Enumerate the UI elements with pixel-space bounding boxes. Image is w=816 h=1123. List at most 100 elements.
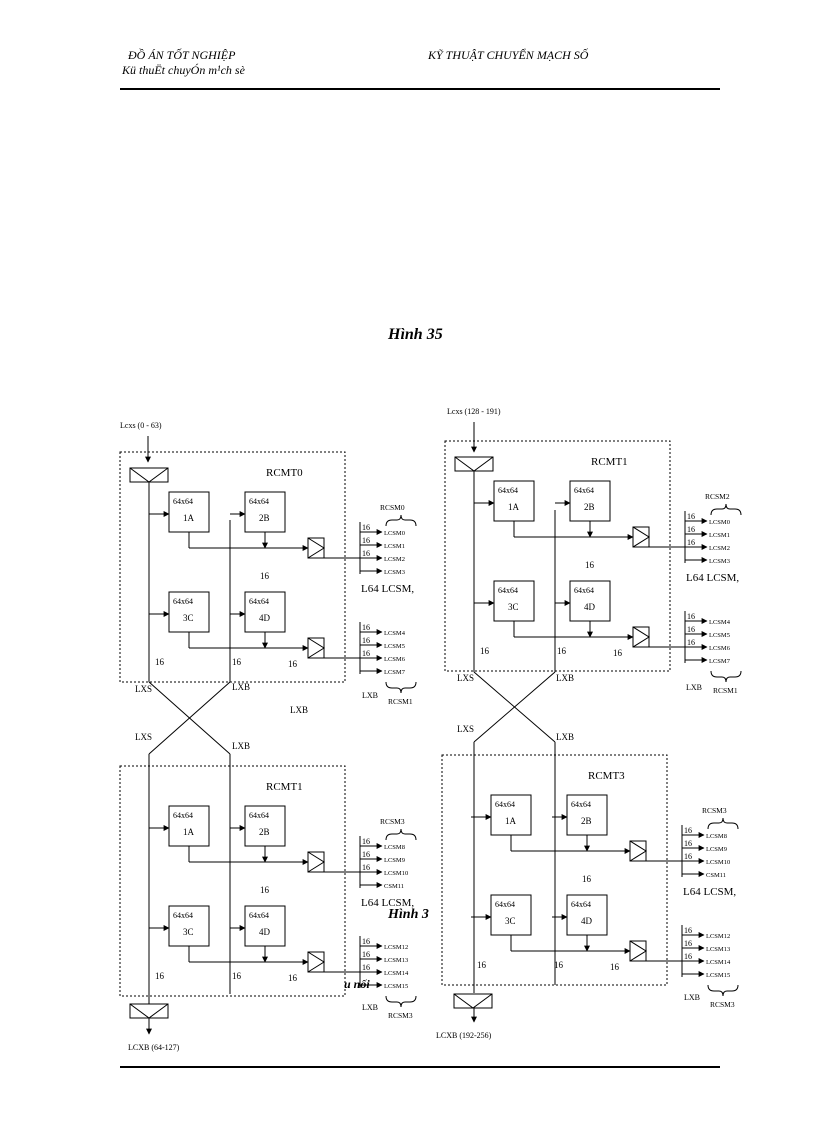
num-16: 16 [260, 571, 270, 581]
num-16: 16 [362, 837, 370, 846]
l64-label: L64 LCSM, [361, 583, 414, 595]
lxb-label: LXB [232, 682, 250, 692]
num-16: 16 [288, 973, 298, 983]
selector-top [307, 537, 325, 559]
lxs-label: LXS [135, 684, 152, 694]
lxb-label: LXB [290, 705, 308, 715]
lxb-label: LXB [684, 993, 700, 1002]
lcsm-label: LCSM13 [706, 946, 730, 953]
lcsm-label: LCSM1 [384, 543, 405, 550]
switch-block-id: 4D [581, 916, 593, 926]
lcsm-label: LCSM1 [709, 532, 730, 539]
switch-block-size: 64x64 [173, 911, 193, 920]
output-selector [453, 993, 493, 1009]
num-16: 16 [585, 560, 595, 570]
num-16: 16 [480, 646, 490, 656]
rcsm-label: RCSM3 [710, 1000, 735, 1009]
num-16: 16 [613, 648, 623, 658]
switch-block-size: 64x64 [498, 586, 518, 595]
num-16: 16 [687, 525, 695, 534]
selector-bottom [629, 940, 647, 962]
lcsm-label: LCSM14 [706, 959, 731, 966]
num-16: 16 [362, 523, 370, 532]
lcsm-label: LCSM7 [709, 658, 731, 665]
lcsm-label: LCSM5 [709, 632, 730, 639]
brace-top [385, 828, 417, 841]
lcsm-label: LCSM5 [384, 643, 405, 650]
lcsm-label: LCSM4 [709, 619, 731, 626]
num-16: 16 [155, 971, 165, 981]
switch-block-size: 64x64 [173, 497, 193, 506]
switch-block-id: 1A [508, 502, 520, 512]
module-title: RCMT1 [266, 781, 303, 793]
num-16: 16 [288, 659, 298, 669]
selector-top [629, 840, 647, 862]
rcsm-label: RCSM2 [705, 492, 730, 501]
switch-block-size: 64x64 [173, 811, 193, 820]
switch-block-2B [569, 480, 611, 522]
selector-top [307, 851, 325, 873]
module-frame [119, 451, 346, 683]
module-title: RCMT3 [588, 770, 625, 782]
switch-block-id: 2B [584, 502, 595, 512]
footer-rule [120, 1066, 720, 1068]
num-16: 16 [155, 657, 165, 667]
input-label: Lcxs (128 - 191) [447, 407, 501, 416]
lcsm-label: LCSM6 [709, 645, 731, 652]
selector-top [632, 526, 650, 548]
cross-link [473, 671, 556, 743]
switch-block-1A [168, 491, 210, 533]
switch-block-size: 64x64 [249, 597, 269, 606]
switch-block-size: 64x64 [495, 800, 515, 809]
switch-block-size: 64x64 [173, 597, 193, 606]
rcsm-label: RCSM1 [713, 686, 738, 695]
output-label: LCXB (192-256) [436, 1031, 492, 1040]
lcsm-label: LCSM10 [384, 870, 408, 877]
switch-block-4D [244, 905, 286, 947]
selector-bottom-triangle [307, 637, 325, 659]
switch-block-2B [244, 805, 286, 847]
switch-block-id: 2B [259, 827, 270, 837]
l64-label: L64 LCSM, [361, 897, 414, 909]
num-16: 16 [684, 952, 692, 961]
lcsm-label: LCSM15 [706, 972, 730, 979]
brace-top [385, 514, 417, 527]
output-label: LCXB (64-127) [128, 1043, 180, 1052]
lcsm-label: LCSM10 [706, 859, 730, 866]
l64-label: L64 LCSM, [683, 886, 736, 898]
num-16: 16 [684, 939, 692, 948]
switch-block-size: 64x64 [571, 800, 591, 809]
num-16: 16 [362, 536, 370, 545]
header-rule [120, 88, 720, 90]
switch-block-1A [493, 480, 535, 522]
lxb-label: LXB [556, 732, 574, 742]
switch-block-3C [168, 905, 210, 947]
num-16: 16 [687, 625, 695, 634]
input-label: Lcxs (0 - 63) [120, 421, 162, 430]
header-left-title: ĐỒ ÁN TỐT NGHIỆP [128, 48, 236, 62]
selector-top-triangle [307, 851, 325, 873]
output-selector-triangle [453, 993, 493, 1009]
lcsm-label: LCSM8 [706, 833, 727, 840]
switch-block-id: 1A [183, 827, 195, 837]
switch-block-3C [168, 591, 210, 633]
lcsm-label: LCSM13 [384, 957, 408, 964]
selector-bottom-triangle [307, 951, 325, 973]
switch-block-id: 1A [505, 816, 517, 826]
num-16: 16 [362, 549, 370, 558]
figure-title: Hình 35 [388, 326, 443, 343]
selector-bottom [632, 626, 650, 648]
input-selector [454, 456, 494, 472]
selector-bottom-triangle [629, 940, 647, 962]
num-16: 16 [687, 612, 695, 621]
switch-block-size: 64x64 [249, 911, 269, 920]
num-16: 16 [232, 971, 242, 981]
lcsm-label: LCSM15 [384, 983, 408, 990]
lcsm-label: LCSM2 [384, 556, 405, 563]
switch-block-size: 64x64 [571, 900, 591, 909]
num-16: 16 [684, 839, 692, 848]
num-16: 16 [362, 863, 370, 872]
switch-block-id: 1A [183, 513, 195, 523]
switch-block-size: 64x64 [498, 486, 518, 495]
